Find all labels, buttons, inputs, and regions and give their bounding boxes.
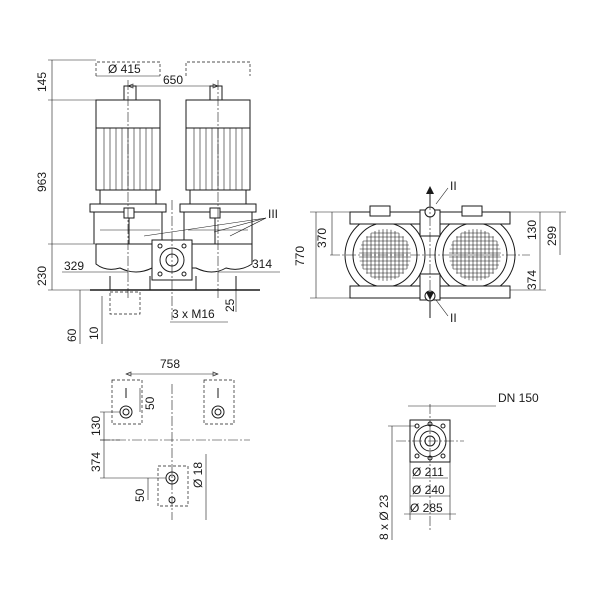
motor-right-fins: [193, 128, 243, 190]
dim-211: Ø 211: [412, 465, 444, 479]
flange-bolt: [181, 243, 187, 249]
dim-650: 650: [163, 73, 183, 87]
dim-299: 299: [545, 226, 559, 246]
dim-329: 329: [64, 259, 84, 273]
dim-60: 60: [65, 328, 79, 342]
dim-374-plan: 374: [89, 452, 103, 472]
foot-pad-right: [203, 379, 235, 425]
dim-240: Ø 240: [412, 483, 445, 497]
dim-230: 230: [35, 266, 49, 286]
dim-dn: DN 150: [498, 391, 539, 405]
dim-130-right: 130: [525, 220, 539, 240]
label-iii: III: [268, 207, 278, 221]
dim-10: 10: [87, 326, 101, 340]
anchor-hole-right-inner: [214, 408, 222, 416]
flange-bolt-hole: [414, 453, 420, 459]
motor-right-box: [209, 85, 223, 101]
label-ii-bottom: II: [450, 311, 457, 325]
dim-50-top: 50: [143, 396, 157, 410]
flange-bolt: [157, 243, 163, 249]
label-ii-top: II: [450, 179, 457, 193]
lantern-sides: [93, 212, 253, 244]
leader-iii: [229, 217, 267, 237]
dim-963: 963: [35, 172, 49, 192]
dim-arrows-758: [125, 371, 219, 377]
dim-25: 25: [223, 298, 237, 312]
coupling-left: [123, 207, 135, 219]
dim-50-bottom: 50: [133, 488, 147, 502]
leader-iii: [213, 217, 267, 233]
fan-cover-outline-right: [185, 61, 251, 76]
terminal-right: [461, 205, 483, 217]
fan-cover-outline-left: [95, 61, 161, 76]
dim-18: Ø 18: [191, 462, 205, 488]
anchor-hole-left-inner: [122, 408, 130, 416]
dim-130-plan: 130: [89, 416, 103, 436]
foot-pad-bottom: [157, 465, 189, 507]
arrow-up-head: [426, 186, 434, 194]
dim-bolts: 3 x M16: [172, 307, 215, 321]
dim-374-right: 374: [525, 270, 539, 290]
flange-bolt: [157, 271, 163, 277]
pump-foot-right: [195, 276, 237, 291]
pump-foot-left: [109, 276, 151, 291]
leader-ii-bottom: [435, 299, 449, 317]
coupling-right: [209, 207, 221, 219]
motor-left-box: [123, 85, 137, 101]
housing-bottom-right: [439, 285, 511, 299]
dim-370: 370: [315, 228, 329, 248]
dim-314: 314: [252, 257, 272, 271]
dim-285: Ø 285: [410, 501, 443, 515]
flange-detail: DN 150 Ø 211 Ø 240 Ø 285 8 x Ø 23: [377, 391, 539, 540]
leader-iii: [143, 217, 267, 237]
dim-770: 770: [293, 246, 307, 266]
motor-left-fins: [103, 128, 153, 190]
dim-holes: 8 x Ø 23: [377, 494, 391, 540]
flange-bolt: [181, 271, 187, 277]
dim-145: 145: [35, 72, 49, 92]
foundation-plan: 758 50 130 374 50 Ø 18: [89, 357, 250, 520]
dim-415: Ø 415: [108, 62, 141, 76]
housing-bottom-left: [349, 285, 421, 299]
flange-bolt-hole: [440, 423, 446, 429]
side-view: III Ø 415 650 145 963 230 329 314 60 10 …: [35, 59, 280, 344]
dim-arrows-650: [127, 83, 219, 89]
anchor-hole-left: [119, 405, 133, 419]
foot-pad-left: [111, 379, 143, 425]
top-view: II II 770 370 130 299 374: [293, 179, 566, 325]
flange-bolt-hole: [440, 453, 446, 459]
anchor-hole-right: [211, 405, 225, 419]
foundation-outline: [109, 291, 141, 315]
terminal-left: [369, 205, 391, 217]
leader-ii-top: [435, 187, 449, 205]
dim-758: 758: [160, 357, 180, 371]
